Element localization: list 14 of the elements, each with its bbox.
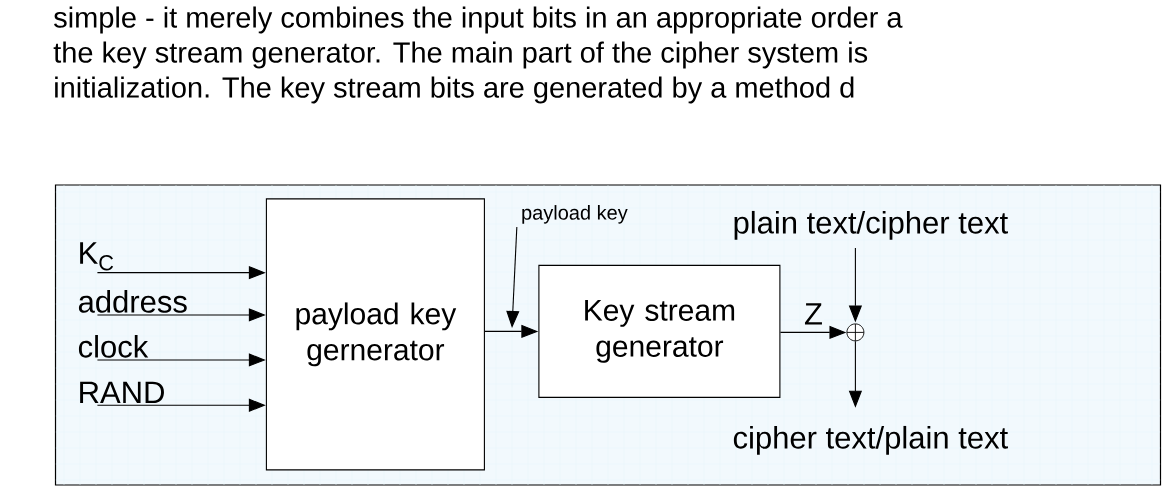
signal-label: RAND bbox=[80, 381, 164, 404]
signal-label: plain text/cipher text bbox=[734, 210, 1008, 240]
xor-symbol bbox=[846, 323, 865, 342]
body-text: the key stream generator. The main part of the cipher system is bbox=[53, 41, 868, 69]
process-box: Key stream generator bbox=[538, 264, 781, 398]
signal-label: payload key bbox=[522, 205, 628, 224]
signal-label: K$_{C}$ bbox=[80, 242, 114, 271]
signal-label: clock bbox=[78, 335, 149, 358]
body-text: simple - it merely combines the input bits in an appropriate order a bbox=[54, 6, 903, 34]
signal-label: address bbox=[78, 290, 187, 313]
body-text: initialization. The key stream bits are generated by a method d bbox=[55, 76, 854, 104]
process-box: payload key gernerator bbox=[265, 198, 485, 471]
signal-label: cipher text/plain text bbox=[733, 425, 1008, 455]
edge-label: Z bbox=[803, 302, 824, 326]
